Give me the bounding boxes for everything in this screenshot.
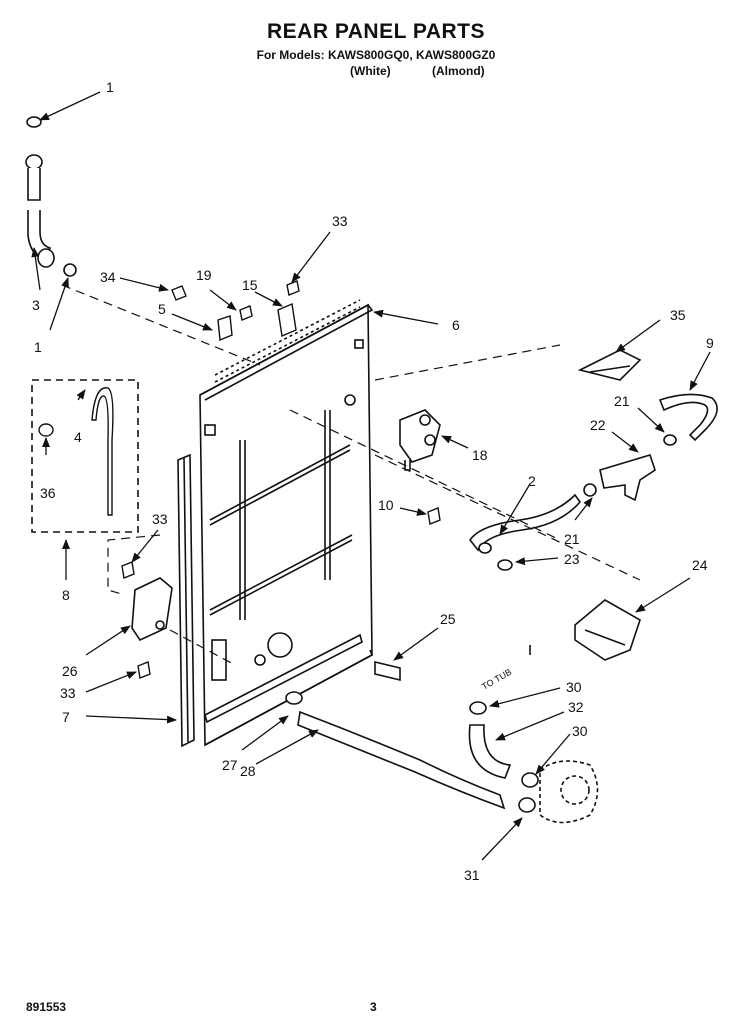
callout-22: 22 xyxy=(590,417,606,433)
callout-5: 5 xyxy=(158,301,166,317)
callout-1a: 1 xyxy=(106,79,114,95)
callout-21b: 21 xyxy=(564,531,580,547)
assembly-lines xyxy=(61,284,641,666)
callout-8: 8 xyxy=(62,587,70,603)
callout-34: 34 xyxy=(100,269,116,285)
callout-23: 23 xyxy=(564,551,580,567)
callout-30b: 30 xyxy=(572,723,588,739)
callout-3: 3 xyxy=(32,297,40,313)
drain-hose xyxy=(285,691,506,810)
callout-labels: 1 3 1 34 5 19 15 33 6 35 9 21 22 18 10 2… xyxy=(32,79,714,883)
to-tub-label: TO TUB xyxy=(480,667,513,692)
callout-10: 10 xyxy=(378,497,394,513)
callout-33a: 33 xyxy=(332,213,348,229)
bracket-26 xyxy=(131,577,173,642)
side-rail xyxy=(177,453,195,748)
callout-32: 32 xyxy=(568,699,584,715)
hose-kit-box xyxy=(31,379,139,533)
callout-7: 7 xyxy=(62,709,70,725)
callout-15: 15 xyxy=(242,277,258,293)
callout-25: 25 xyxy=(440,611,456,627)
callout-1b: 1 xyxy=(34,339,42,355)
callout-21a: 21 xyxy=(614,393,630,409)
valve-18 xyxy=(399,409,441,471)
page-number: 3 xyxy=(370,1000,377,1014)
cover-25 xyxy=(374,660,401,682)
document-code: 891553 xyxy=(26,1000,67,1014)
callout-35: 35 xyxy=(670,307,686,323)
models-line: For Models: KAWS800GQ0, KAWS800GZ0 xyxy=(256,48,496,62)
pump-area xyxy=(468,645,599,824)
callout-26: 26 xyxy=(62,663,78,679)
callout-36: 36 xyxy=(40,485,56,501)
callout-27: 27 xyxy=(222,757,238,773)
callout-31: 31 xyxy=(464,867,480,883)
callout-30a: 30 xyxy=(566,679,582,695)
callout-28: 28 xyxy=(240,763,256,779)
callout-33c: 33 xyxy=(60,685,76,701)
callout-6: 6 xyxy=(452,317,460,333)
callout-2: 2 xyxy=(528,473,536,489)
bracket-35 xyxy=(577,349,642,381)
callout-18: 18 xyxy=(472,447,488,463)
callout-33b: 33 xyxy=(152,511,168,527)
variant-white: (White) xyxy=(350,64,391,78)
callout-9: 9 xyxy=(706,335,714,351)
inlet-hose xyxy=(25,116,77,277)
variant-almond: (Almond) xyxy=(432,64,485,78)
callout-4: 4 xyxy=(74,429,82,445)
leader-lines xyxy=(31,91,711,861)
rear-panel xyxy=(199,299,374,747)
bracket-24 xyxy=(574,599,641,661)
callout-24: 24 xyxy=(692,557,708,573)
page-title: REAR PANEL PARTS xyxy=(266,20,486,43)
callout-19: 19 xyxy=(196,267,212,283)
